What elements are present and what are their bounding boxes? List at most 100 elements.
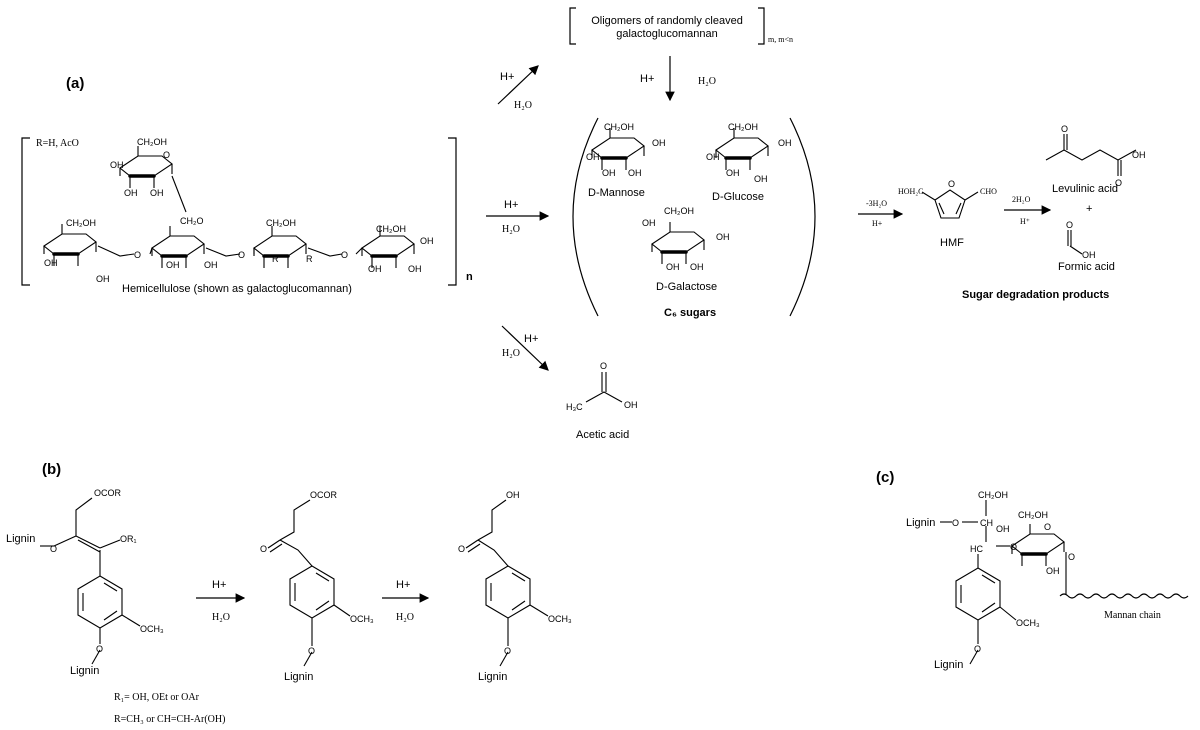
c-lignin-bottom: Lignin — [934, 659, 963, 671]
b3-ketone-o: O — [458, 544, 465, 554]
lignin-b2-structure — [267, 499, 351, 667]
b2-lignin: Lignin — [284, 671, 313, 683]
formic-acid-structure — [1067, 230, 1083, 255]
c-hc: HC — [970, 544, 983, 554]
levulinic-acid-structure — [1045, 134, 1137, 176]
hemi-galactose-oh-3: OH — [150, 188, 164, 198]
c-link-o: O — [1010, 542, 1017, 552]
levulinic-ketone-o: O — [1061, 124, 1068, 134]
galactose-oh-3: OH — [690, 262, 704, 272]
substituent-label: R=H, AcO — [36, 138, 79, 149]
hemi-link-o-1: O — [134, 250, 141, 260]
mannose-ch2oh: CH₂OH — [604, 122, 634, 132]
glucose-ring — [714, 126, 770, 172]
hemi-ring4-ch2oh: CH₂OH — [376, 224, 406, 234]
acetic-o: O — [600, 361, 607, 371]
degradation-title: Sugar degradation products — [962, 289, 1109, 301]
sugars-left-paren — [572, 117, 599, 317]
mannan-chain-wavy — [1059, 593, 1189, 599]
reagent-water-oligo: H₂O — [514, 100, 532, 111]
reagent-2h2o: 2H₂O — [1012, 195, 1031, 204]
acetic-oh: OH — [624, 400, 638, 410]
oligomers-line-1: Oligomers of randomly cleaved — [591, 15, 743, 27]
hemi-ring1-oh-a: OH — [44, 258, 58, 268]
reagent-hplus-oligo: H+ — [500, 71, 514, 83]
formic-oh: OH — [1082, 250, 1096, 260]
hemi-ring3-r-b: R — [306, 254, 313, 264]
mannose-oh-2: OH — [602, 168, 616, 178]
hemi-ring4-oh-a: OH — [368, 264, 382, 274]
mannose-label: D-Mannose — [588, 187, 645, 199]
mannose-oh-1: OH — [586, 152, 600, 162]
hemi-galactose-ring-o: O — [163, 150, 170, 160]
glucose-oh-2: OH — [726, 168, 740, 178]
b1-lignin-top: Lignin — [6, 533, 35, 545]
hmf-label: HMF — [940, 237, 964, 249]
levulinic-label: Levulinic acid — [1052, 183, 1118, 195]
glucose-label: D-Glucose — [712, 191, 764, 203]
c-ring-oh-1: OH — [996, 524, 1010, 534]
mannose-oh-4: OH — [652, 138, 666, 148]
panel-label-c: (c) — [876, 469, 894, 486]
formic-label: Formic acid — [1058, 261, 1115, 273]
hemi-link-o-3: O — [341, 250, 348, 260]
hemi-galactose-oh-2: OH — [124, 188, 138, 198]
hemicellulose-left-bracket — [21, 137, 30, 286]
b3-oh: OH — [506, 490, 520, 500]
arrow-to-oligomers — [497, 65, 539, 105]
r-definition: R=CH₃ or CH=CH-Ar(OH) — [114, 714, 225, 725]
b2-ketone-o: O — [260, 544, 267, 554]
arrow-to-acetic — [501, 325, 549, 371]
reagent-water-acetic: H₂O — [502, 348, 520, 359]
reagent-water-b2: H₂O — [396, 612, 414, 623]
c-ch2oh-top: CH₂OH — [978, 490, 1008, 500]
glucose-oh-3: OH — [754, 174, 768, 184]
oligomers-line-2: galactoglucomannan — [616, 28, 718, 40]
b1-or1: OR₁ — [120, 534, 137, 544]
glucose-oh-4: OH — [778, 138, 792, 148]
repeat-n-label: n — [466, 271, 473, 283]
mannan-chain-label: Mannan chain — [1104, 610, 1161, 621]
sugars-right-paren — [789, 117, 816, 317]
b1-lignin-bottom: Lignin — [70, 665, 99, 677]
hemi-ring1-ch2oh: CH₂OH — [66, 218, 96, 228]
hmf-cho: CHO — [980, 187, 997, 196]
hemi-ring3-ch2oh: CH₂OH — [266, 218, 296, 228]
lignin-c-structure — [940, 500, 1189, 665]
acetic-h3c: H₃C — [566, 402, 583, 412]
hemi-ch2o-label: CH₂O — [180, 216, 204, 226]
galactose-ring — [650, 220, 706, 266]
panel-label-b: (b) — [42, 461, 61, 478]
oligomers-subscript: m, m<n — [768, 35, 793, 44]
b3-lignin: Lignin — [478, 671, 507, 683]
hemicellulose-caption: Hemicellulose (shown as galactoglucomann… — [122, 283, 352, 295]
c-ring-ch2oh: CH₂OH — [1018, 510, 1048, 520]
glucose-ch2oh: CH₂OH — [728, 122, 758, 132]
hemi-ring4-oh-c: OH — [420, 236, 434, 246]
b3-och3: OCH₃ — [548, 614, 572, 624]
c-lignin-top: Lignin — [906, 517, 935, 529]
panel-label-a: (a) — [66, 75, 84, 92]
hemi-galactose-link — [171, 175, 187, 213]
galactose-oh-2: OH — [666, 262, 680, 272]
hemi-ring-3 — [252, 224, 308, 270]
reagent-water-mid: H₂O — [502, 224, 520, 235]
hemi-ring2-oh-b: OH — [204, 260, 218, 270]
lignin-b3-structure — [465, 499, 549, 667]
hemi-galactose-ch2oh: CH₂OH — [137, 137, 167, 147]
formic-o: O — [1066, 220, 1073, 230]
reagent-hplus-acetic: H+ — [524, 333, 538, 345]
c-och3: OCH₃ — [1016, 618, 1040, 628]
acetic-label: Acetic acid — [576, 429, 629, 441]
oligomers-right-bracket — [758, 7, 765, 45]
reagent-hplus-b2: H+ — [396, 579, 410, 591]
reagent-hplus-down: H+ — [640, 73, 654, 85]
hemicellulose-right-bracket — [448, 137, 457, 286]
c-ring-o: O — [1044, 522, 1051, 532]
lignin-b1-structure — [40, 497, 141, 665]
b2-och3: OCH₃ — [350, 614, 374, 624]
hmf-hoh2c: HOH₂C — [898, 187, 923, 196]
mannose-oh-3: OH — [628, 168, 642, 178]
glucose-oh-1: OH — [706, 152, 720, 162]
c-ch: CH — [980, 518, 993, 528]
